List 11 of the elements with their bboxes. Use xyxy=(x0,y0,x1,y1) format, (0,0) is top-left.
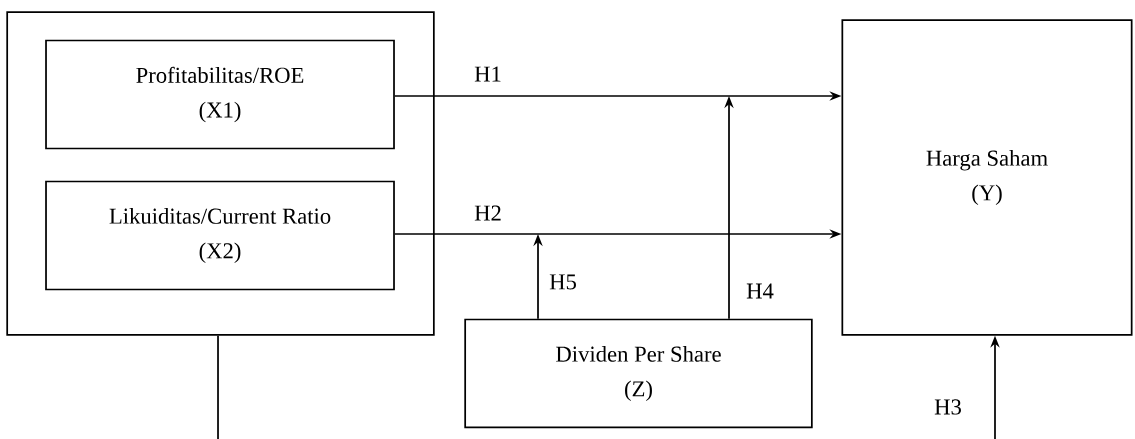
variable-box: Dividen Per Share (Z) xyxy=(464,318,813,429)
edge-label: H2 xyxy=(472,204,504,222)
group-box xyxy=(6,11,435,336)
edge-label: H4 xyxy=(744,282,776,300)
edge-label: H1 xyxy=(472,65,504,83)
edge-label: H5 xyxy=(547,273,579,291)
edge-label: H3 xyxy=(932,398,964,416)
variable-box: Likuiditas/Current Ratio (X2) xyxy=(45,180,395,291)
connector-line xyxy=(217,334,219,439)
variable-box: Profitabilitas/ROE (X1) xyxy=(45,39,395,150)
variable-box: Harga Saham (Y) xyxy=(841,19,1133,336)
